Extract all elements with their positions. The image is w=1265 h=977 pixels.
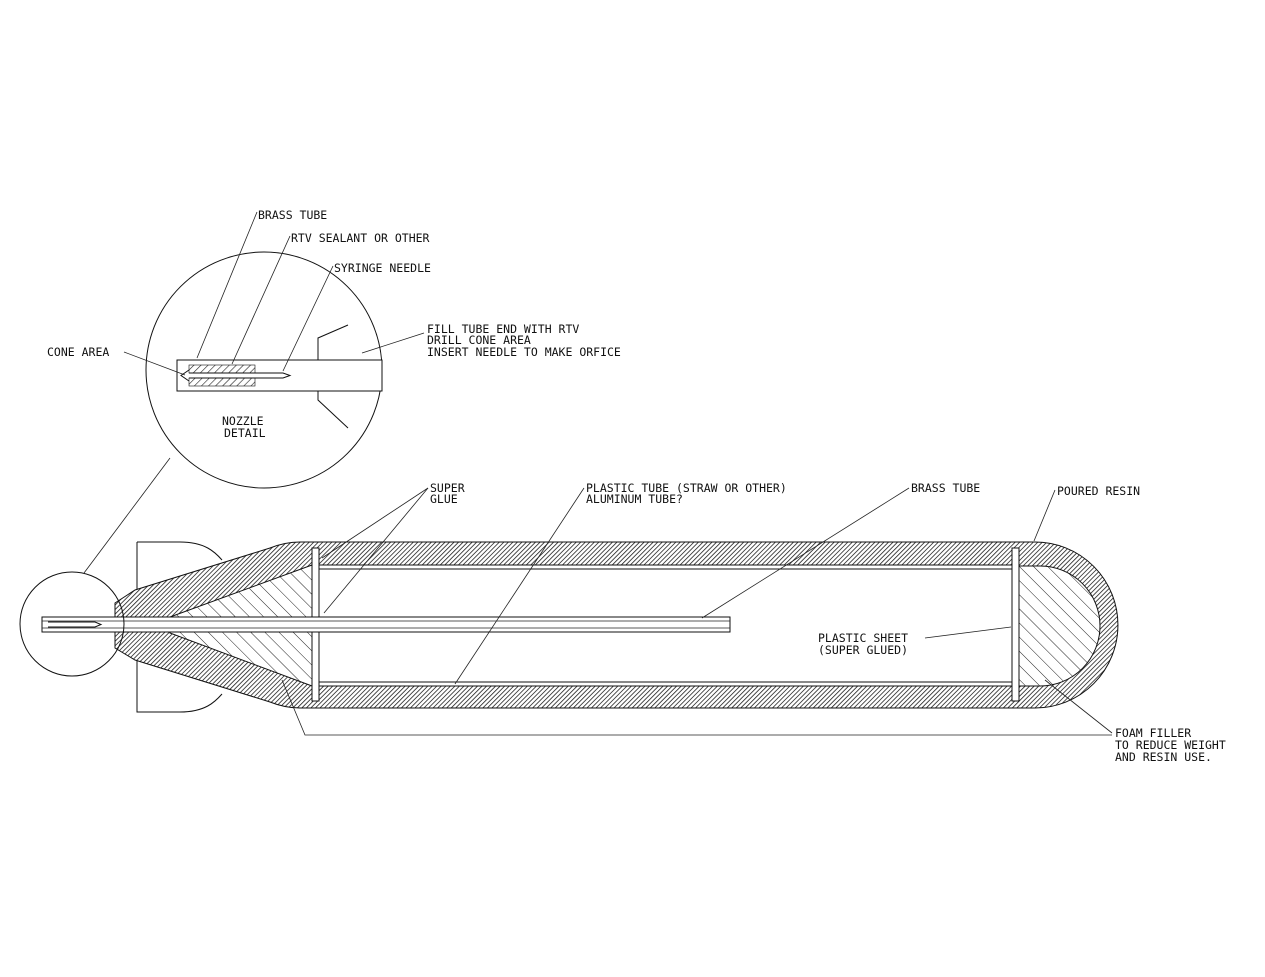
leader-brass-tube	[701, 487, 910, 619]
label-poured-resin: POURED RESIN	[1057, 484, 1140, 498]
label-foam-filler-2: TO REDUCE WEIGHT	[1115, 738, 1226, 752]
main-assembly-view: SUPER GLUE PLASTIC TUBE (STRAW OR OTHER)…	[19, 481, 1226, 764]
label-brass-tube-detail: BRASS TUBE	[258, 208, 327, 222]
leader-super-glue-1	[321, 487, 429, 559]
label-plastic-sheet-1: PLASTIC SHEET	[818, 631, 908, 645]
leader-brass-tube-detail	[196, 211, 258, 359]
leader-plastic-tube	[454, 487, 585, 685]
leader-foam-filler-cone	[281, 679, 1112, 736]
label-instructions-2: DRILL CONE AREA	[427, 333, 531, 347]
label-foam-filler-1: FOAM FILLER	[1115, 726, 1191, 740]
label-super-glue-1: SUPER	[430, 481, 465, 495]
leader-rtv-sealant	[231, 235, 291, 365]
syringe-needle	[48, 621, 103, 628]
label-plastic-tube-1: PLASTIC TUBE (STRAW OR OTHER)	[586, 481, 787, 495]
rear-plastic-sheet	[1011, 547, 1020, 702]
detail-syringe-needle	[189, 372, 292, 379]
label-plastic-sheet-2: (SUPER GLUED)	[818, 643, 908, 657]
leader-poured-resin	[1033, 489, 1056, 542]
leader-cone-area	[123, 351, 186, 376]
label-syringe-needle: SYRINGE NEEDLE	[334, 261, 431, 275]
leader-super-glue-2	[323, 487, 429, 614]
leader-foam-filler-end	[1044, 679, 1113, 734]
label-brass-tube: BRASS TUBE	[911, 481, 980, 495]
label-plastic-tube-2: ALUMINUM TUBE?	[586, 492, 683, 506]
label-cone-area: CONE AREA	[47, 345, 109, 359]
label-rtv-sealant: RTV SEALANT OR OTHER	[291, 231, 430, 245]
detail-rtv-bottom	[188, 377, 256, 387]
brass-tube	[41, 616, 731, 633]
nozzle-detail-title-2: DETAIL	[224, 426, 266, 440]
leader-plastic-sheet	[924, 626, 1012, 639]
nozzle-detail-view: NOZZLE DETAIL BRASS TUBE RTV SEALANT OR …	[47, 208, 621, 574]
leader-syringe-needle	[282, 265, 334, 372]
detail-rtv-top	[188, 364, 256, 374]
end-foam-filler	[1017, 565, 1101, 687]
label-instructions-3: INSERT NEEDLE TO MAKE ORFICE	[427, 345, 621, 359]
leader-instructions	[361, 332, 425, 354]
detail-brass-tube	[176, 359, 383, 392]
nozzle-callout-circle	[19, 571, 125, 677]
leader-detail-to-nozzle	[83, 457, 171, 574]
fin-outline	[136, 541, 223, 713]
label-foam-filler-3: AND RESIN USE.	[1115, 750, 1212, 764]
detail-cone-area	[180, 369, 190, 382]
label-instructions-1: FILL TUBE END WITH RTV	[427, 322, 579, 336]
nozzle-detail-title-1: NOZZLE	[222, 414, 264, 428]
label-super-glue-2: GLUE	[430, 492, 458, 506]
